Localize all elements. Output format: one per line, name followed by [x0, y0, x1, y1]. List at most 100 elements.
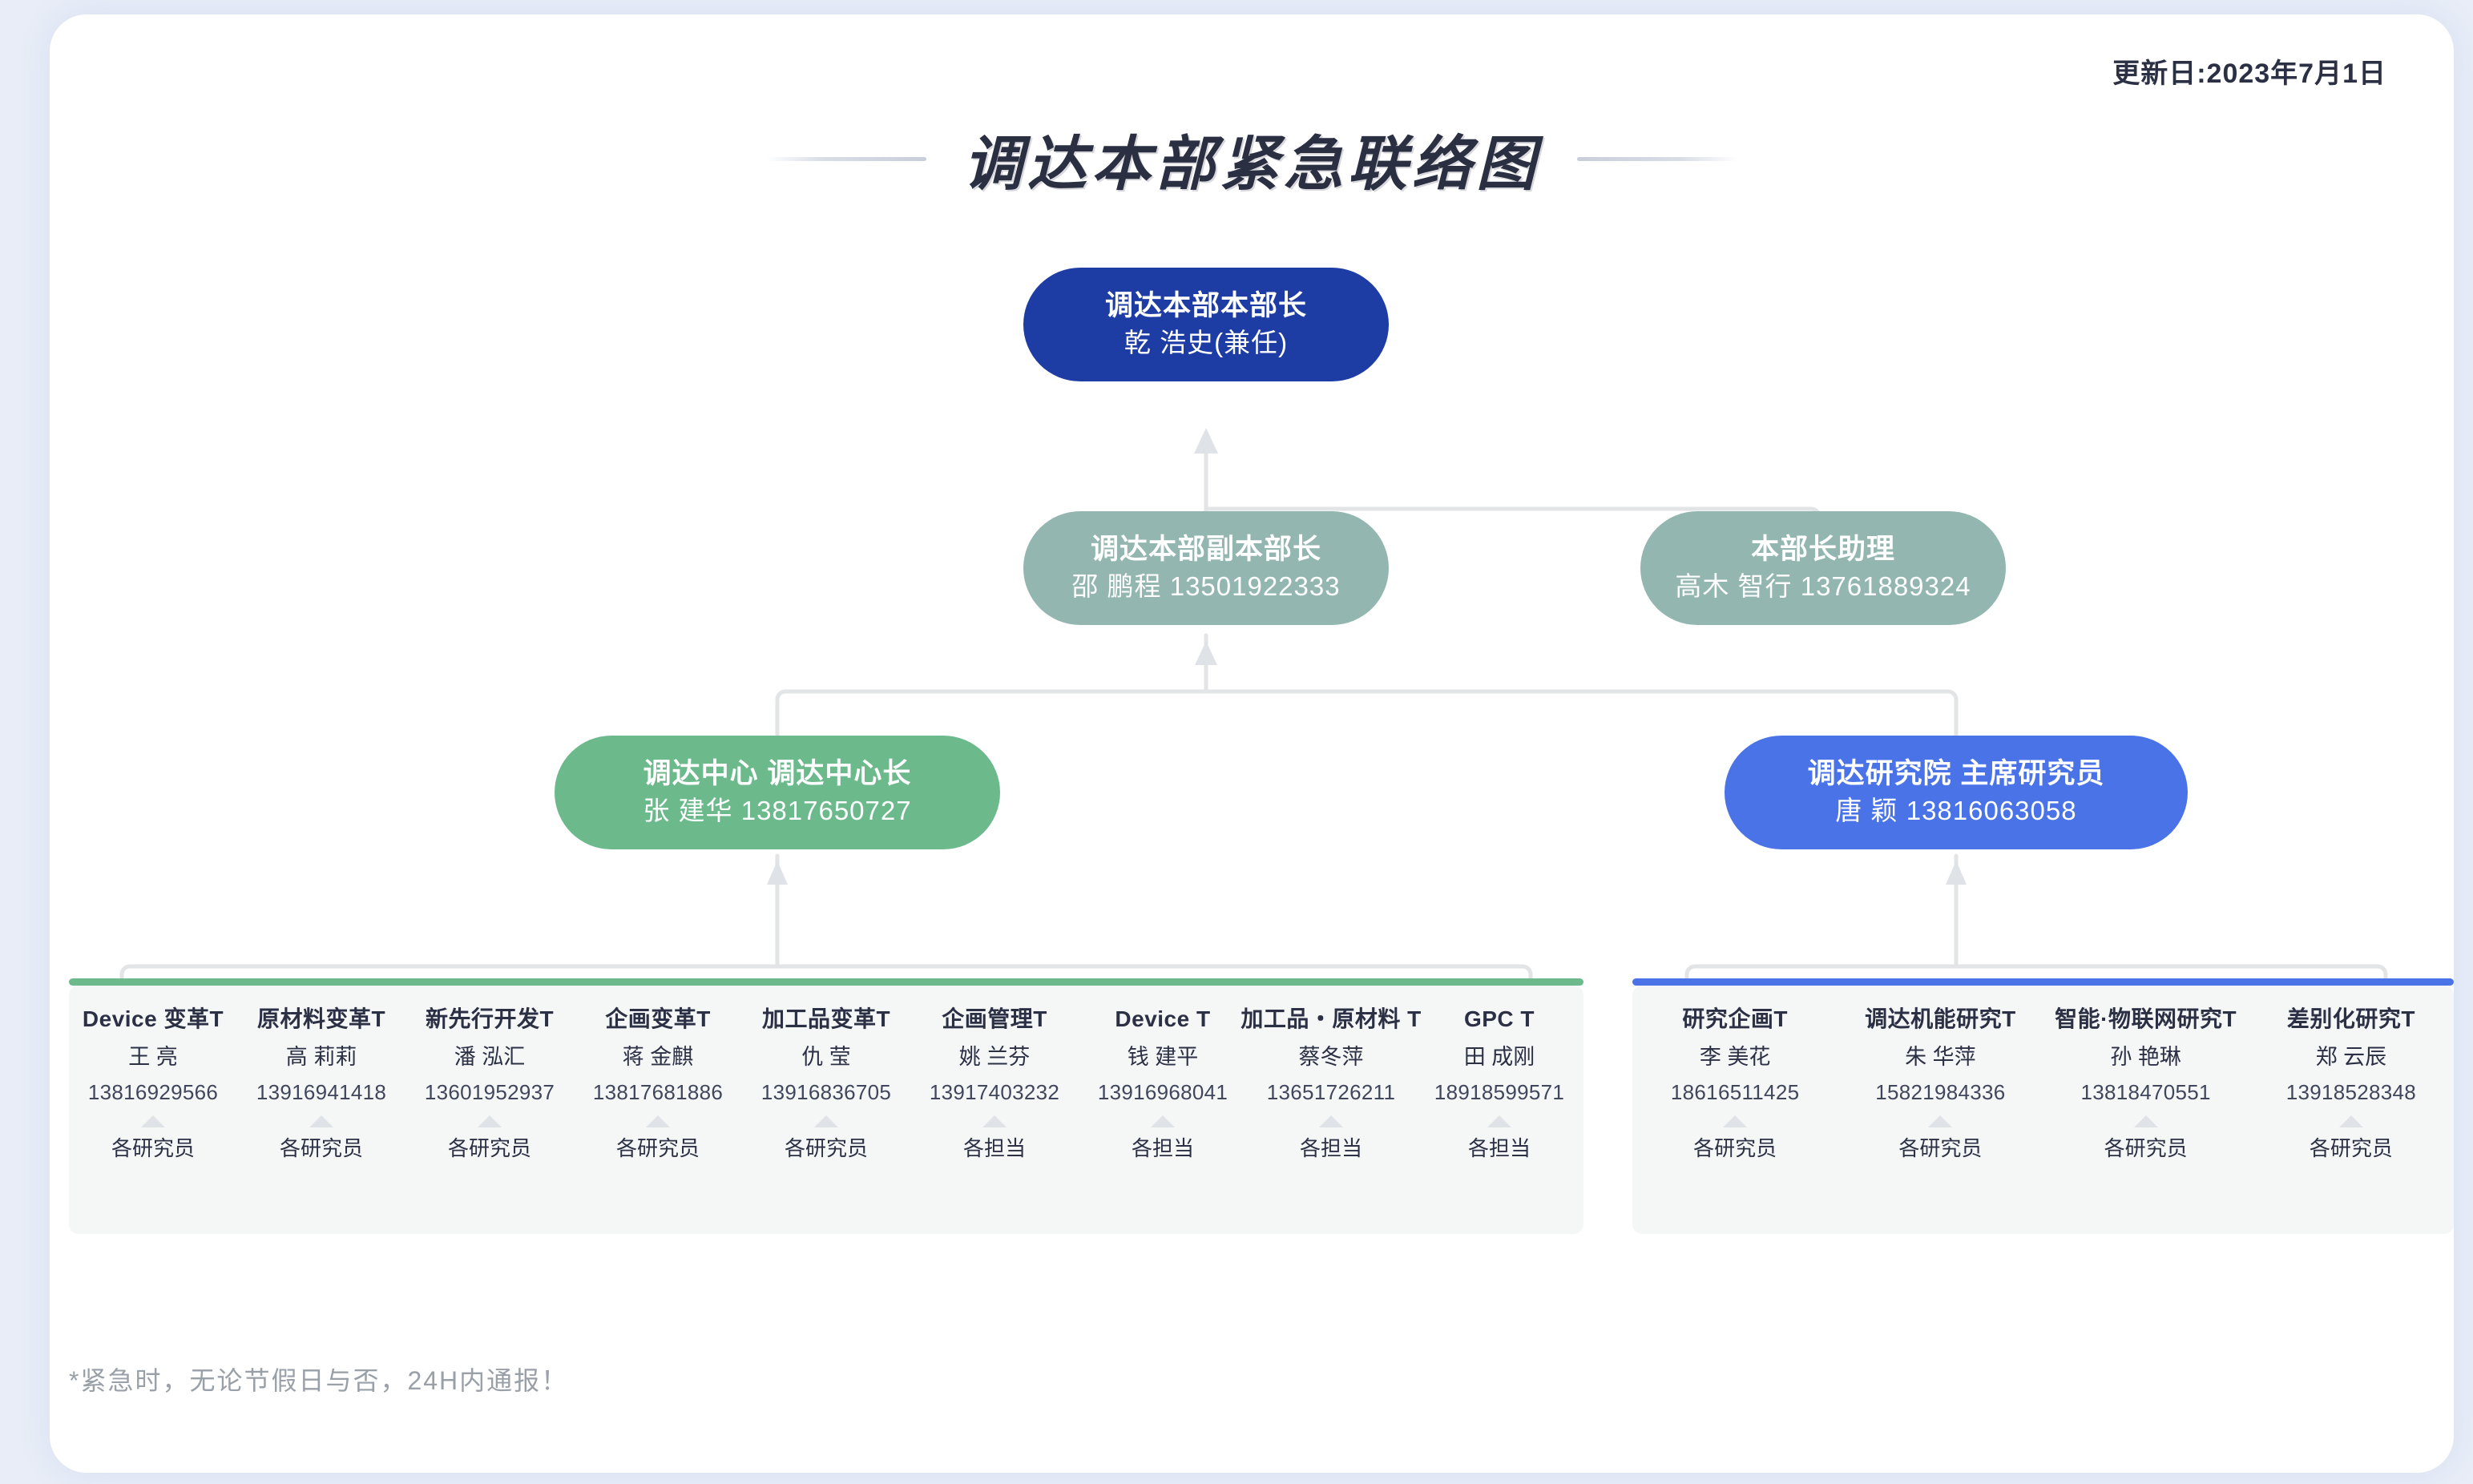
triangle-up-icon — [1319, 1115, 1343, 1127]
node-title: 调达研究院 主席研究员 — [1807, 758, 2105, 790]
team-column[interactable]: 新先行开发T 潘 泓汇 13601952937 各研究员 — [405, 1005, 574, 1161]
team-contact-person: 朱 华萍 — [1905, 1045, 1976, 1070]
triangle-up-icon — [309, 1115, 333, 1127]
team-contact-phone: 18616511425 — [1670, 1079, 1800, 1104]
update-date-label: 更新日:2023年7月1日 — [2112, 58, 2386, 89]
node-headquarters-chief[interactable]: 调达本部本部长 乾 浩史(兼任) — [1023, 268, 1389, 381]
panel-accent-bar — [1632, 978, 2454, 986]
team-contact-phone: 15821984336 — [1875, 1079, 2006, 1104]
node-title: 调达本部本部长 — [1104, 290, 1307, 322]
triangle-up-icon — [982, 1115, 1007, 1127]
team-panel-center: Device 变革T 王 亮 13816929566 各研究员 原材料变革T 高 莉莉 13… — [69, 978, 1583, 1234]
team-contact-person: 王 亮 — [128, 1045, 178, 1070]
team-name: GPC T — [1463, 1006, 1535, 1031]
team-contact-phone: 13601952937 — [424, 1079, 555, 1104]
team-name: 调达机能研究T — [1865, 1006, 2016, 1031]
arrowhead-to-institute — [1946, 861, 1967, 885]
title-rule-right-decoration — [1577, 156, 1737, 161]
team-contact-phone: 13917403232 — [929, 1079, 1060, 1104]
team-name: Device 变革T — [82, 1006, 224, 1031]
title-rule-left-decoration — [766, 156, 926, 161]
team-contact-phone: 13817681886 — [592, 1079, 724, 1104]
triangle-up-icon — [1151, 1115, 1175, 1127]
team-role-label: 各研究员 — [784, 1135, 868, 1160]
team-contact-person: 姚 兰芬 — [958, 1045, 1031, 1070]
team-name: 差别化研究T — [2286, 1006, 2415, 1031]
node-subtitle: 高木 智行 13761889324 — [1675, 571, 1971, 601]
title-block: 调达本部紧急联络图 — [50, 111, 2454, 207]
node-research-institute[interactable]: 调达研究院 主席研究员 唐 颖 13816063058 — [1725, 736, 2188, 849]
team-name: 企画变革T — [605, 1006, 711, 1031]
team-role-label: 各研究员 — [279, 1135, 363, 1160]
team-contact-person: 仇 莹 — [801, 1045, 851, 1070]
team-role-label: 各担当 — [1131, 1135, 1194, 1160]
triangle-up-icon — [646, 1115, 670, 1127]
triangle-up-icon — [1487, 1115, 1511, 1127]
team-role-label: 各研究员 — [1693, 1135, 1777, 1160]
team-list: Device 变革T 王 亮 13816929566 各研究员 原材料变革T 高 莉莉 13… — [69, 986, 1583, 1234]
panel-accent-bar — [69, 978, 1583, 986]
team-column[interactable]: 调达机能研究T 朱 华萍 15821984336 各研究员 — [1838, 1005, 2043, 1161]
team-role-label: 各研究员 — [1898, 1135, 1983, 1160]
node-title: 调达中心 调达中心长 — [643, 758, 912, 790]
team-name: 加工品变革T — [761, 1006, 891, 1031]
node-subtitle: 张 建华 13817650727 — [643, 795, 912, 825]
node-subtitle: 乾 浩史(兼任) — [1124, 327, 1289, 357]
team-column[interactable]: 研究企画T 李 美花 18616511425 各研究员 — [1632, 1005, 1838, 1161]
team-contact-phone: 13916968041 — [1097, 1079, 1228, 1104]
team-role-label: 各担当 — [962, 1135, 1026, 1160]
triangle-up-icon — [141, 1115, 165, 1127]
team-column[interactable]: 加工品变革T 仇 莹 13916836705 各研究员 — [742, 1005, 910, 1161]
team-contact-person: 李 美花 — [1699, 1045, 1771, 1070]
team-contact-person: 高 莉莉 — [285, 1045, 357, 1070]
team-contact-phone: 13916836705 — [760, 1079, 892, 1104]
team-role-label: 各研究员 — [447, 1135, 531, 1160]
team-name: 研究企画T — [1682, 1006, 1788, 1031]
footer-note: *紧急时，无论节假日与否，24H内通报！ — [69, 1366, 569, 1395]
team-contact-phone: 13816929566 — [87, 1079, 219, 1104]
team-list: 研究企画T 李 美花 18616511425 各研究员 调达机能研究T 朱 华萍 15821… — [1632, 986, 2454, 1234]
triangle-up-icon — [2338, 1115, 2363, 1127]
triangle-up-icon — [814, 1115, 838, 1127]
node-title: 调达本部副本部长 — [1090, 534, 1321, 566]
team-name: 新先行开发T — [425, 1006, 555, 1031]
team-role-label: 各研究员 — [111, 1135, 195, 1160]
arrowhead-to-root — [1194, 428, 1218, 454]
team-role-label: 各研究员 — [2309, 1135, 2393, 1160]
node-subtitle: 唐 颖 13816063058 — [1835, 795, 2077, 825]
team-column[interactable]: Device 变革T 王 亮 13816929566 各研究员 — [69, 1005, 237, 1161]
team-contact-person: 潘 泓汇 — [454, 1045, 526, 1070]
team-column[interactable]: 企画变革T 蒋 金麒 13817681886 各研究员 — [574, 1005, 742, 1161]
node-procurement-center[interactable]: 调达中心 调达中心长 张 建华 13817650727 — [555, 736, 1000, 849]
team-column[interactable]: 差别化研究T 郑 云辰 13918528348 各研究员 — [2249, 1005, 2454, 1161]
team-contact-person: 钱 建平 — [1127, 1045, 1199, 1070]
node-chief-assistant[interactable]: 本部长助理 高木 智行 13761889324 — [1640, 511, 2006, 625]
team-contact-phone: 13651726211 — [1266, 1079, 1396, 1104]
team-contact-person: 孙 艳琳 — [2110, 1045, 2181, 1070]
chart-card: 更新日:2023年7月1日 调达本部紧急联络图 — [50, 14, 2454, 1473]
node-deputy-chief[interactable]: 调达本部副本部长 邵 鹏程 13501922333 — [1023, 511, 1389, 625]
team-contact-person: 郑 云辰 — [2315, 1045, 2387, 1070]
team-column[interactable]: 原材料变革T 高 莉莉 13916941418 各研究员 — [237, 1005, 405, 1161]
team-name: 智能·物联网研究T — [2055, 1006, 2237, 1031]
page-title: 调达本部紧急联络图 — [963, 129, 1540, 199]
team-contact-person: 蔡冬萍 — [1298, 1045, 1364, 1070]
team-name: Device T — [1115, 1006, 1211, 1031]
team-role-label: 各研究员 — [2104, 1135, 2188, 1160]
team-panel-institute: 研究企画T 李 美花 18616511425 各研究员 调达机能研究T 朱 华萍 15821… — [1632, 978, 2454, 1234]
team-role-label: 各担当 — [1299, 1135, 1362, 1160]
team-role-label: 各担当 — [1467, 1135, 1531, 1160]
team-contact-phone: 13916941418 — [256, 1079, 387, 1104]
team-contact-person: 蒋 金麒 — [622, 1045, 694, 1070]
team-column[interactable]: Device T 钱 建平 13916968041 各担当 — [1079, 1005, 1247, 1161]
team-name: 原材料变革T — [256, 1006, 386, 1031]
triangle-up-icon — [1723, 1115, 1748, 1127]
triangle-up-icon — [1928, 1115, 1953, 1127]
team-contact-phone: 13918528348 — [2285, 1079, 2417, 1104]
team-role-label: 各研究员 — [615, 1135, 700, 1160]
